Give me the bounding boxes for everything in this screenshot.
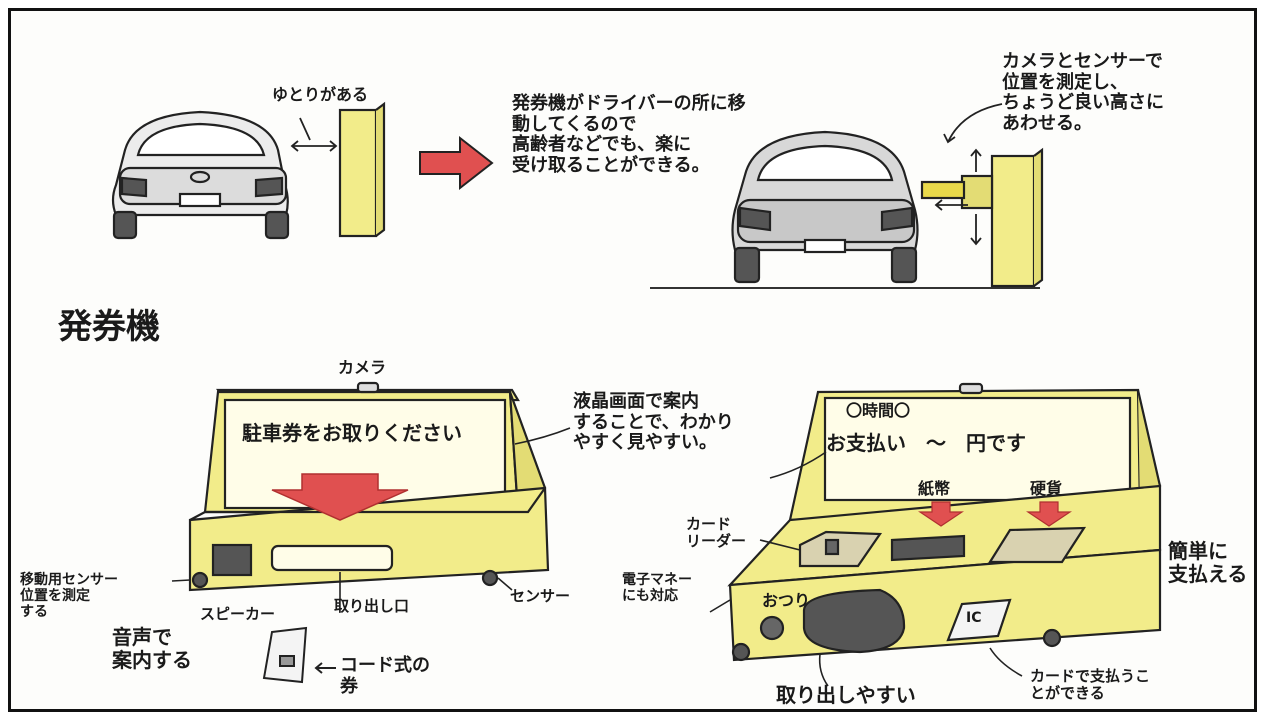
- card-pay-note: カードで支払うこ とができる: [1030, 667, 1151, 703]
- motion-arrows: [934, 103, 1003, 246]
- ic-label: IC: [966, 610, 982, 626]
- speaker-label: スピーカー: [200, 605, 276, 623]
- entry-machine: [188, 381, 550, 592]
- exit-screen-payment: お支払い 〜 円です: [826, 431, 1026, 455]
- lcd-note: 液晶画面で案内 することで、わかり やすく見やすい。: [573, 391, 734, 454]
- motion-sensor-label: 移動用センサー 位置を測定 する: [20, 572, 118, 621]
- coins-arrow: [1026, 501, 1072, 527]
- ticket-card: [262, 626, 336, 684]
- entry-screen-text: 駐車券をお取りください: [242, 421, 462, 445]
- gap-label: ゆとりがある: [272, 85, 369, 104]
- emoney-label: 電子マネー にも対応: [622, 572, 692, 605]
- exit-machine: [727, 382, 1162, 662]
- right-sensor-label: センサー: [510, 587, 571, 605]
- bills-label: 紙幣: [918, 479, 951, 498]
- ticket-label: コード式の 券: [340, 655, 430, 697]
- coins-label: 硬貨: [1030, 479, 1063, 498]
- bills-arrow: [918, 501, 964, 527]
- section-title: 発券機: [58, 307, 160, 347]
- exit-screen-time: 〇時間〇: [846, 401, 911, 420]
- red-arrow-right: [419, 135, 494, 191]
- change-label: おつり: [762, 591, 811, 610]
- machine-moves-note: 発券機がドライバーの所に移動してくるので 高齢者などでも、楽に 受け取ることがで…: [512, 93, 746, 177]
- exit-leader-lines: [709, 451, 1023, 687]
- voice-note: 音声で 案内する: [112, 625, 192, 672]
- car-rear-left: [111, 110, 290, 240]
- easy-note: 取り出しやすい: [776, 683, 916, 707]
- camera-sensor-note: カメラとセンサーで 位置を測定し、 ちょうど良い高さに あわせる。: [1002, 51, 1164, 135]
- camera-label: カメラ: [338, 358, 387, 377]
- screen-arrow-down: [271, 473, 409, 521]
- entry-leader-lines: [171, 427, 571, 600]
- simple-note: 簡単に 支払える: [1168, 539, 1248, 586]
- ticket-post-left: [338, 101, 386, 238]
- car-rear-right: [731, 130, 919, 284]
- slot-label: 取り出し口: [334, 597, 410, 615]
- ticket-post-right: [920, 147, 1044, 288]
- card-reader-label: カード リーダー: [686, 515, 747, 551]
- gap-arrow: [290, 117, 338, 152]
